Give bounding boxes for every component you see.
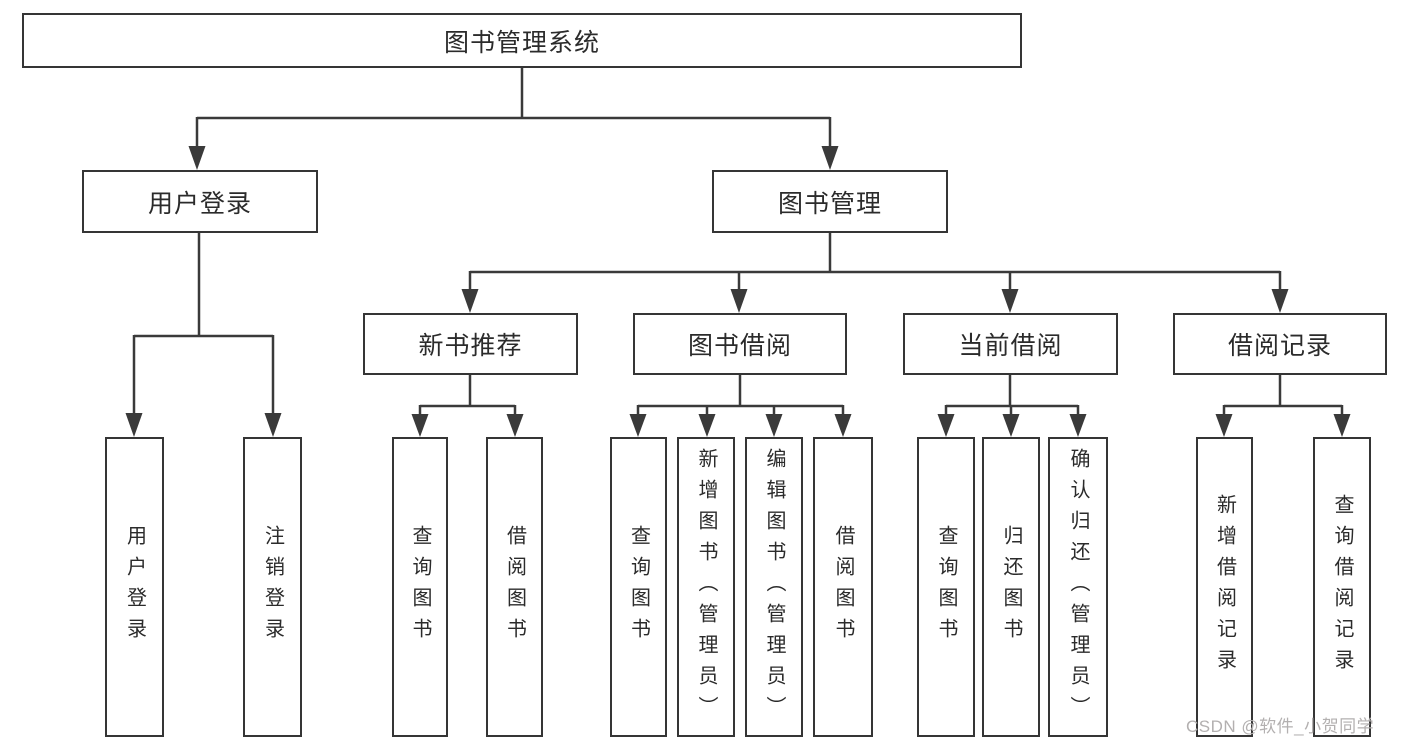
leaf-recommend-query-books-label: 查询图书 bbox=[409, 525, 431, 649]
node-current-borrow-label: 当前借阅 bbox=[958, 332, 1063, 360]
node-book-borrow-label: 图书借阅 bbox=[687, 332, 792, 360]
leaf-recommend-borrow-books: 借阅图书 bbox=[486, 437, 543, 737]
node-borrow-records: 借阅记录 bbox=[1173, 313, 1387, 375]
connector-new-book-branch bbox=[411, 375, 524, 437]
node-root-system: 图书管理系统 bbox=[22, 13, 1022, 68]
leaf-add-books-admin: 新增图书（管理员） bbox=[677, 437, 735, 737]
connector-book-management-branch bbox=[461, 232, 1289, 313]
connector-user-login-branch bbox=[125, 232, 282, 437]
node-user-login-label: 用户登录 bbox=[147, 189, 252, 218]
leaf-user-login-label: 用户登录 bbox=[123, 525, 146, 649]
leaf-borrow-query-books-label: 查询图书 bbox=[627, 525, 650, 649]
leaf-borrow-query-books: 查询图书 bbox=[610, 437, 667, 737]
connector-borrow-records-branch bbox=[1215, 375, 1351, 437]
leaf-logout: 注销登录 bbox=[243, 437, 302, 737]
leaf-edit-books-admin-label: 编辑图书（管理员） bbox=[763, 447, 785, 727]
node-new-book-recommend: 新书推荐 bbox=[363, 313, 578, 375]
leaf-add-books-admin-label: 新增图书（管理员） bbox=[695, 447, 717, 727]
leaf-add-borrow-record-label: 新增借阅记录 bbox=[1213, 494, 1236, 680]
leaf-return-books-label: 归还图书 bbox=[1000, 525, 1022, 649]
connector-book-borrow-branch bbox=[629, 375, 852, 437]
leaf-edit-books-admin: 编辑图书（管理员） bbox=[745, 437, 803, 737]
node-user-login: 用户登录 bbox=[82, 170, 318, 233]
leaf-query-borrow-record-label: 查询借阅记录 bbox=[1331, 494, 1353, 680]
leaf-current-query-books-label: 查询图书 bbox=[935, 525, 957, 649]
node-borrow-records-label: 借阅记录 bbox=[1227, 332, 1332, 360]
connector-root-to-level2 bbox=[188, 67, 839, 170]
node-book-management-label: 图书管理 bbox=[777, 189, 882, 218]
node-book-borrow: 图书借阅 bbox=[633, 313, 847, 375]
node-root-label: 图书管理系统 bbox=[443, 28, 600, 57]
leaf-confirm-return-admin-label: 确认归还（管理员） bbox=[1067, 447, 1089, 727]
leaf-borrow-books-label: 借阅图书 bbox=[832, 525, 854, 649]
leaf-recommend-query-books: 查询图书 bbox=[392, 437, 448, 737]
leaf-borrow-books: 借阅图书 bbox=[813, 437, 873, 737]
leaf-current-query-books: 查询图书 bbox=[917, 437, 975, 737]
leaf-return-books: 归还图书 bbox=[982, 437, 1040, 737]
leaf-recommend-borrow-books-label: 借阅图书 bbox=[503, 525, 526, 649]
connector-current-borrow-branch bbox=[937, 375, 1087, 437]
node-book-management: 图书管理 bbox=[712, 170, 948, 233]
leaf-user-login: 用户登录 bbox=[105, 437, 164, 737]
leaf-logout-label: 注销登录 bbox=[261, 525, 284, 649]
node-current-borrow: 当前借阅 bbox=[903, 313, 1118, 375]
csdn-watermark: CSDN @软件_小贺同学 bbox=[1186, 717, 1375, 736]
node-new-book-recommend-label: 新书推荐 bbox=[418, 332, 523, 360]
leaf-add-borrow-record: 新增借阅记录 bbox=[1196, 437, 1253, 737]
leaf-confirm-return-admin: 确认归还（管理员） bbox=[1048, 437, 1108, 737]
leaf-query-borrow-record: 查询借阅记录 bbox=[1313, 437, 1371, 737]
